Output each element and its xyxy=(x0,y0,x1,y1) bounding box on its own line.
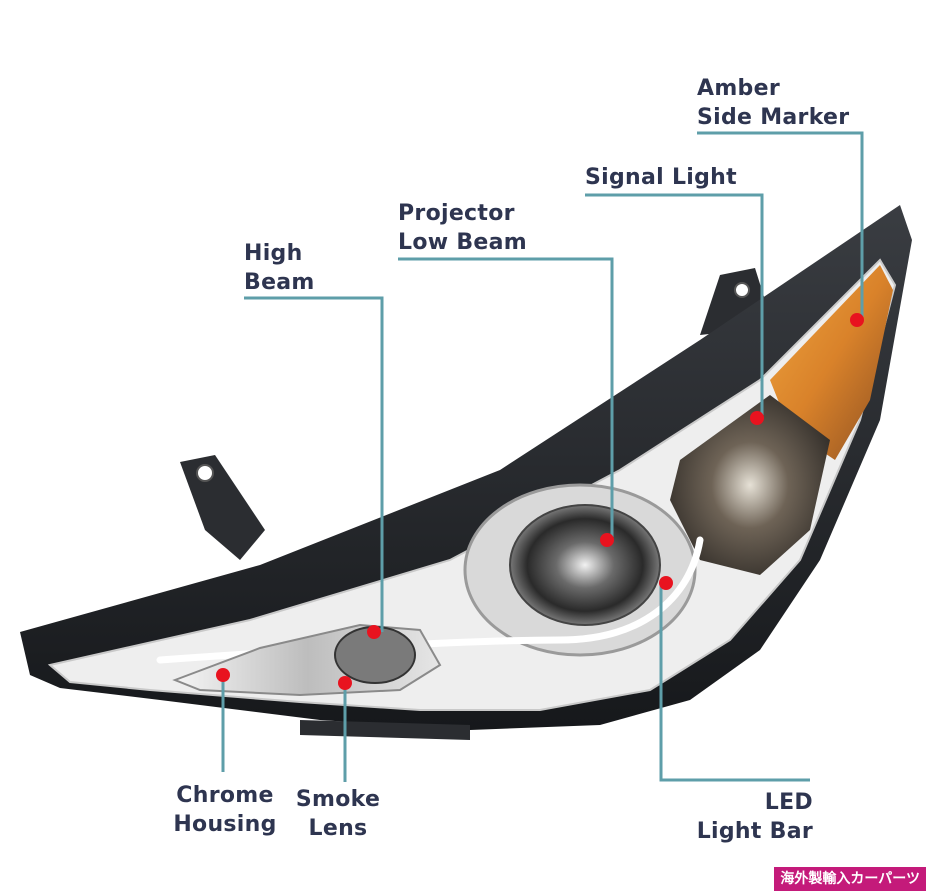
label-signal-light-line1: Signal Light xyxy=(585,165,737,190)
leader-projector-low-beam xyxy=(398,257,614,540)
label-projector-low-beam-line2: Low Beam xyxy=(398,230,527,255)
marker-dot-signal-light xyxy=(750,411,764,425)
leader-lines xyxy=(221,131,864,782)
label-led-light-bar: LED Light Bar xyxy=(680,788,813,846)
label-projector-low-beam: Projector Low Beam xyxy=(398,199,527,257)
leader-led-light-bar xyxy=(659,583,810,782)
label-chrome-housing: Chrome Housing xyxy=(170,781,280,839)
signal-light-reflector xyxy=(670,395,830,575)
marker-dot-smoke-lens xyxy=(338,676,352,690)
mounting-tab-left xyxy=(180,455,265,560)
label-smoke-lens: Smoke Lens xyxy=(290,785,386,843)
watermark-badge: 海外製輸入カーパーツ xyxy=(774,867,926,891)
label-led-light-bar-line1: LED xyxy=(764,790,813,815)
mounting-hole-right xyxy=(734,282,750,298)
leader-amber-side-marker xyxy=(697,131,864,320)
label-projector-low-beam-line1: Projector xyxy=(398,201,515,226)
label-amber-side-marker-line2: Side Marker xyxy=(697,105,850,130)
label-chrome-housing-line2: Housing xyxy=(173,812,277,837)
leader-signal-light xyxy=(585,193,764,418)
label-smoke-lens-line2: Lens xyxy=(308,816,368,841)
leader-high-beam xyxy=(244,296,384,632)
marker-dots xyxy=(216,313,864,690)
marker-dot-chrome-housing xyxy=(216,668,230,682)
label-led-light-bar-line2: Light Bar xyxy=(696,819,813,844)
label-chrome-housing-line1: Chrome xyxy=(176,783,274,808)
projector-lens xyxy=(509,504,661,626)
label-high-beam: High Beam xyxy=(244,239,315,297)
label-signal-light: Signal Light xyxy=(585,163,737,192)
marker-dot-high-beam xyxy=(367,625,381,639)
label-high-beam-line1: High xyxy=(244,241,303,266)
label-amber-side-marker: Amber Side Marker xyxy=(697,74,849,132)
label-smoke-lens-line1: Smoke xyxy=(295,787,381,812)
label-amber-side-marker-line1: Amber xyxy=(697,76,780,101)
label-high-beam-line2: Beam xyxy=(244,270,315,295)
mounting-hole-left xyxy=(196,464,214,482)
marker-dot-led-light-bar xyxy=(659,576,673,590)
marker-dot-projector-low-beam xyxy=(600,533,614,547)
bottom-bracket xyxy=(300,720,470,740)
marker-dot-amber-side-marker xyxy=(850,313,864,327)
